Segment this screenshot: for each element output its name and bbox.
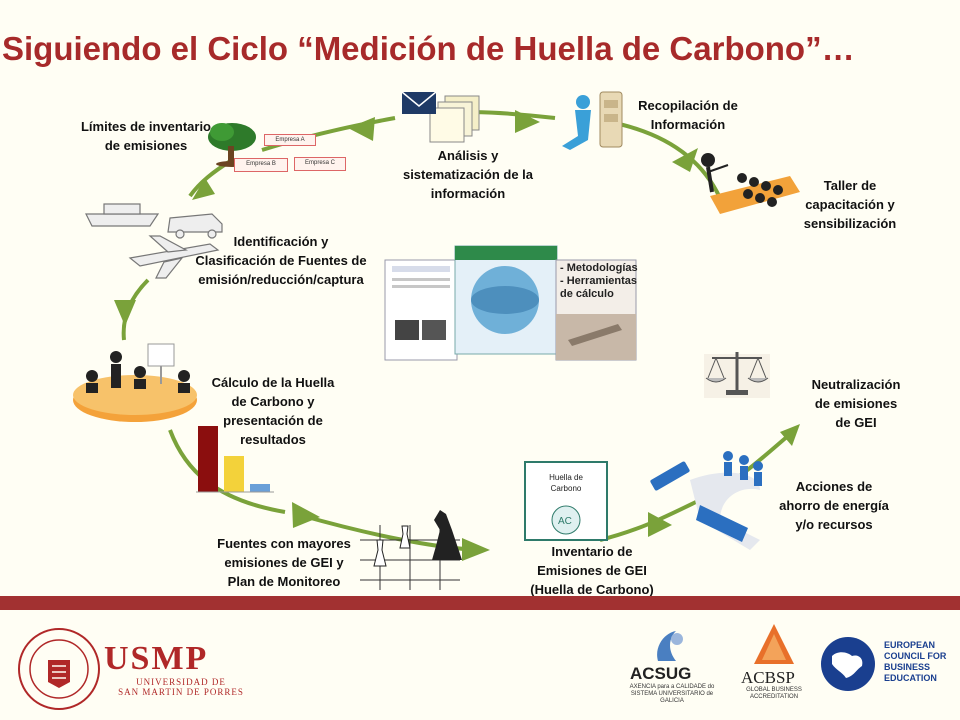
methodology-text: - Metodologías - Herramientas de cálculo: [560, 262, 638, 300]
transport-icon: [85, 203, 223, 279]
empresa-c-box: Empresa C: [294, 157, 346, 171]
chess-icon: [360, 510, 462, 590]
acsug-subtitle: AXENCIA para a CALIDADE do SISTEMA UNIVE…: [629, 684, 715, 704]
balance-scale-icon: [704, 352, 770, 398]
usmp-seal-icon: [18, 628, 100, 710]
arrowhead-5: [292, 502, 320, 528]
svg-text:AC: AC: [558, 516, 572, 527]
acbsp-subtitle: GLOBAL BUSINESS ACCREDITATION: [746, 687, 802, 700]
acbsp-triangle-icon: [754, 624, 794, 664]
arrowhead-7: [648, 512, 672, 537]
person-computer-icon: [562, 91, 623, 150]
arrowhead-6: [462, 538, 490, 561]
arrowhead-2: [348, 117, 375, 141]
huella-document-text: Huella de Carbono: [549, 473, 583, 493]
usmp-logo-text: USMP: [104, 640, 209, 677]
arrowhead-1: [515, 110, 540, 133]
acsug-emblem-icon: [657, 631, 683, 661]
footer-band: [0, 596, 960, 610]
arc-top-left: [261, 116, 396, 152]
empresa-a-box: Empresa A: [264, 134, 316, 146]
footer: [0, 610, 960, 720]
arrowhead-4: [114, 300, 136, 326]
arrowhead-3: [192, 178, 215, 200]
illustrations: AC: [73, 91, 800, 590]
slide-title: Siguiendo el Ciclo “Medición de Huella d…: [2, 30, 855, 67]
puzzle-icon: [650, 451, 763, 550]
bar-chart-icon: [196, 426, 274, 493]
acbsp-logo-text: ACBSP: [741, 668, 795, 687]
acsug-logo-text: ACSUG: [630, 664, 692, 683]
ecbe-globe-icon: [821, 637, 875, 691]
empresa-b-box: Empresa B: [234, 158, 288, 172]
arrowhead-9: [780, 424, 800, 446]
documents-stack-icon: [401, 91, 480, 143]
methodology-documents-icon: [384, 245, 637, 361]
meeting-table-icon: [73, 343, 197, 422]
certificate-icon: AC: [524, 461, 608, 541]
arrowhead-8: [672, 148, 698, 172]
training-audience-icon: [701, 153, 800, 214]
arc-bottom: [299, 513, 481, 552]
